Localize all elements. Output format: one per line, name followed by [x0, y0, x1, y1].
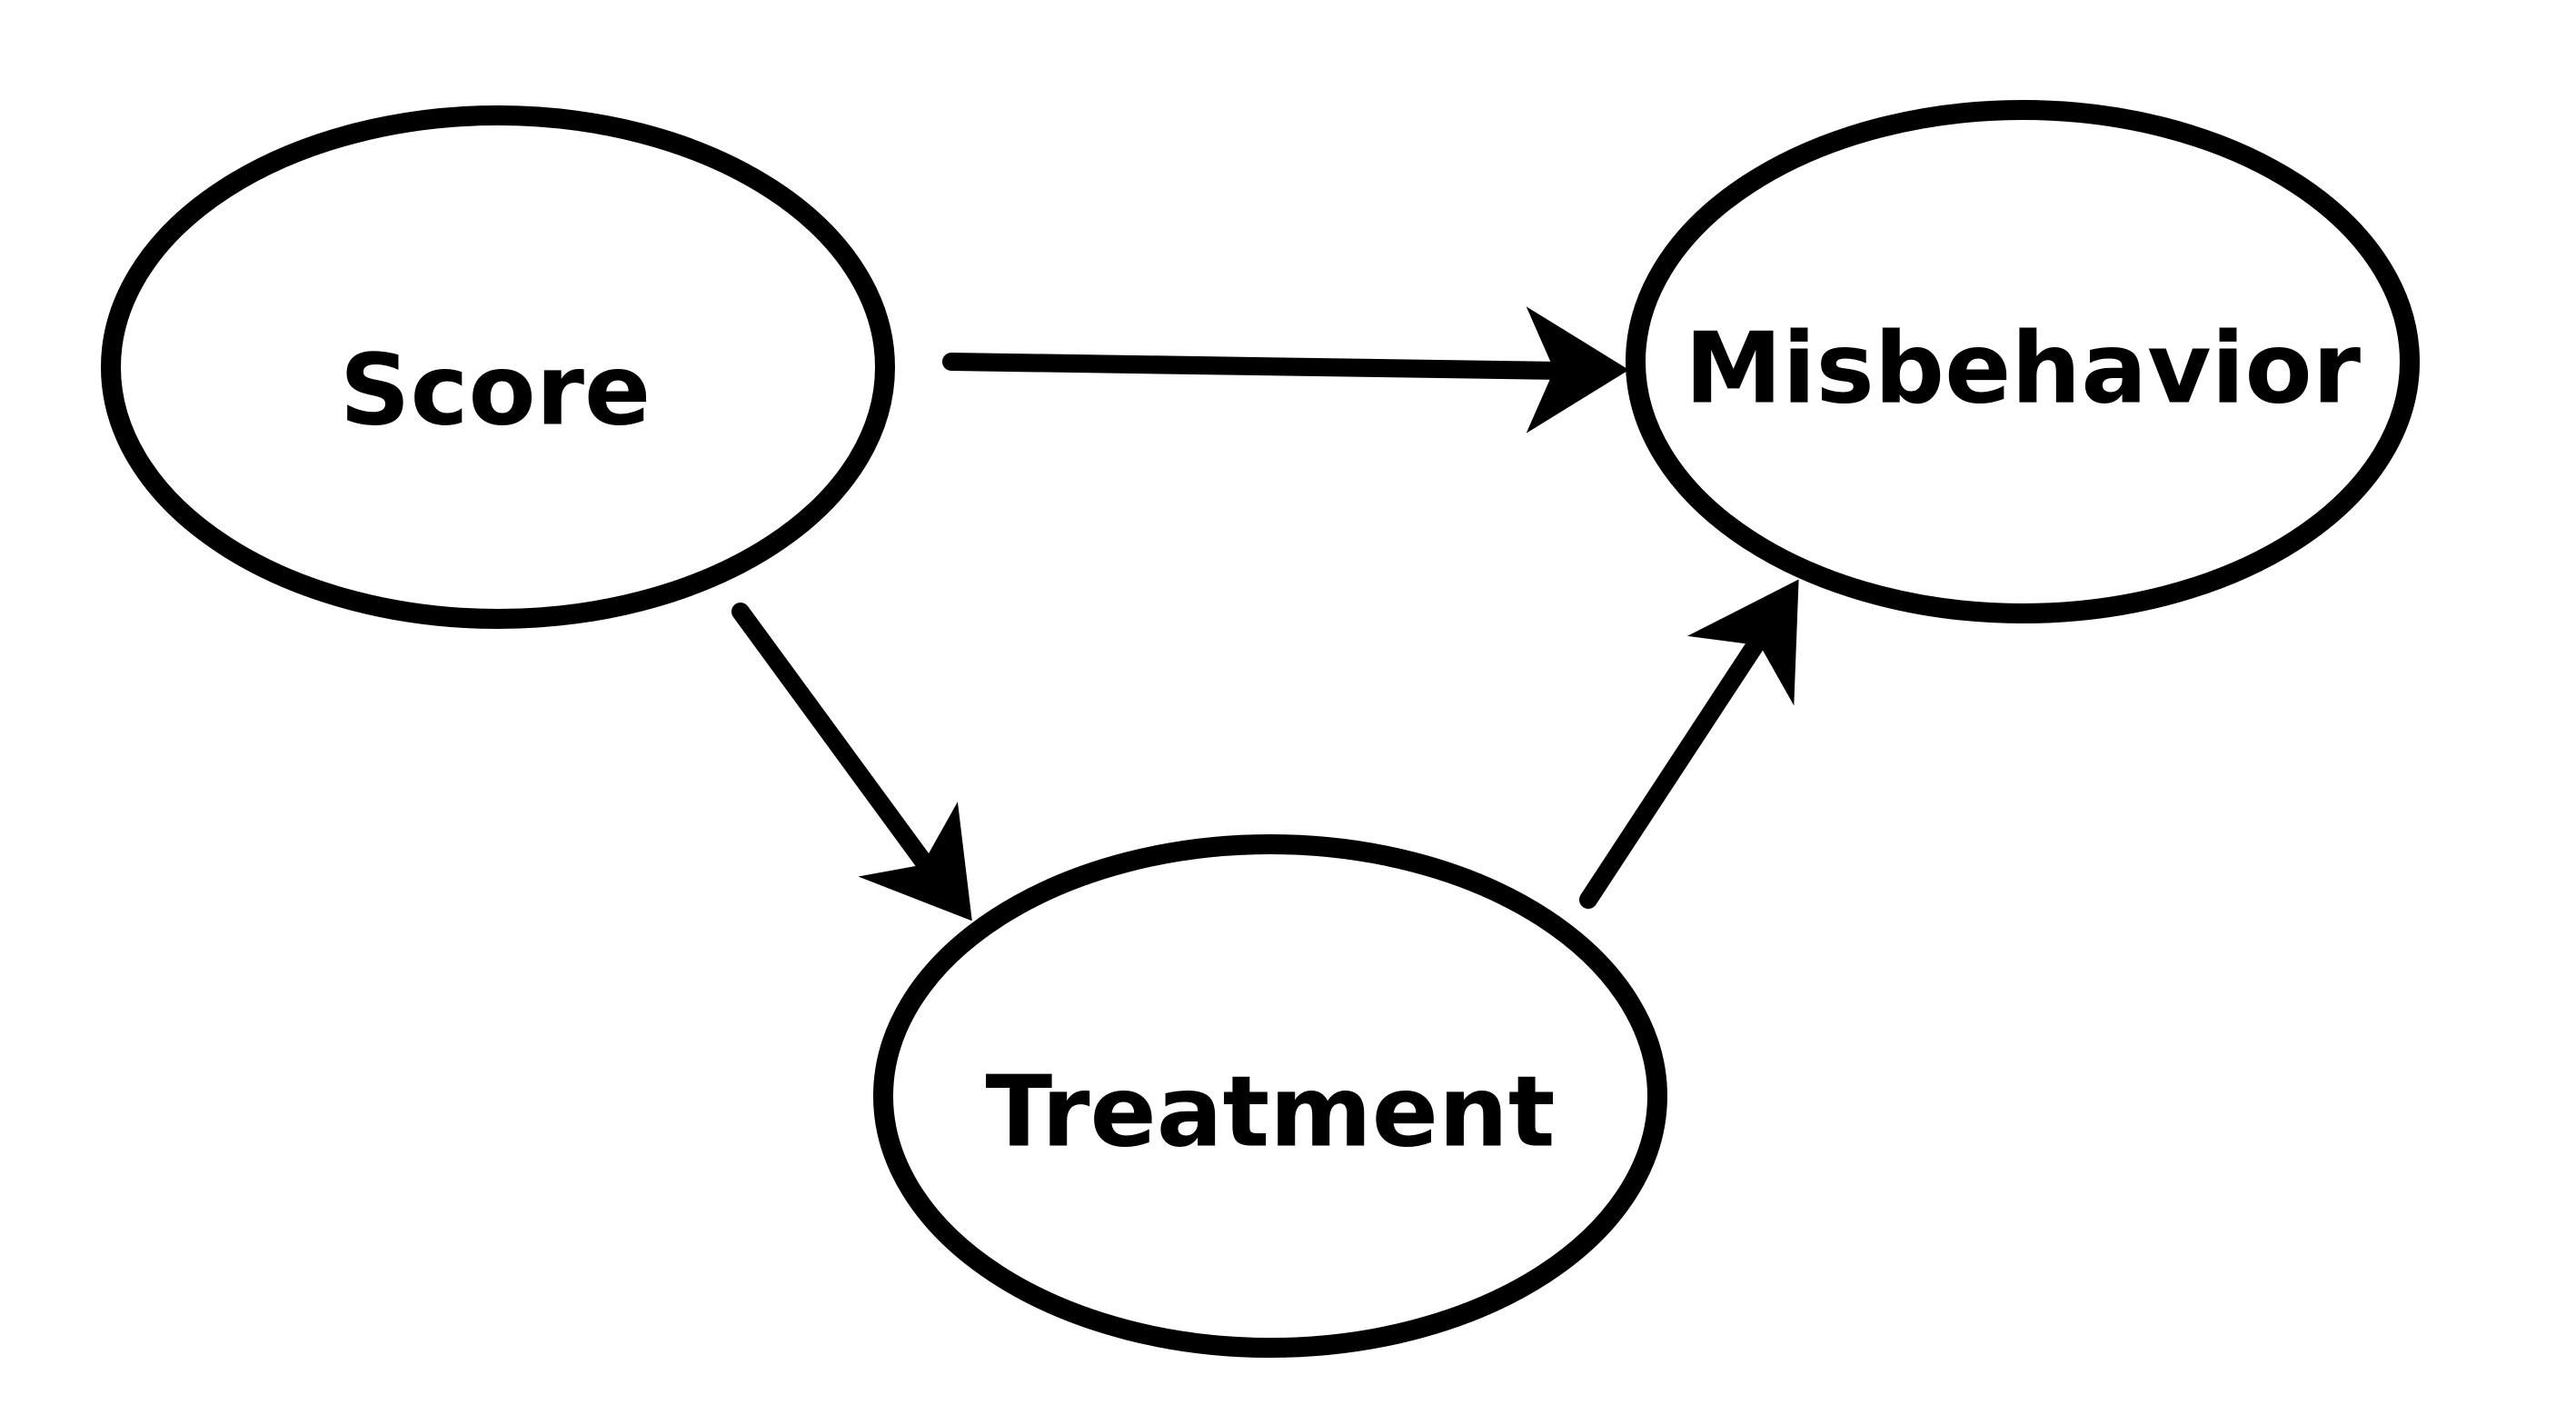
edge-score-to-misbehavior	[942, 306, 1629, 433]
node-misbehavior-shape	[1626, 100, 2420, 623]
node-treatment-shape	[873, 834, 1667, 1358]
node-misbehavior: Misbehavior	[1626, 100, 2420, 623]
node-treatment: Treatment	[873, 834, 1667, 1358]
edge-score-to-treatment	[731, 603, 972, 922]
node-treatment-label: Treatment	[985, 1056, 1555, 1170]
node-score: Score	[101, 105, 895, 629]
edge-treatment-to-misbehavior	[1579, 579, 1799, 909]
node-score-shape	[101, 105, 895, 629]
node-misbehavior-label: Misbehavior	[1685, 313, 2361, 426]
node-score-label: Score	[340, 334, 651, 448]
